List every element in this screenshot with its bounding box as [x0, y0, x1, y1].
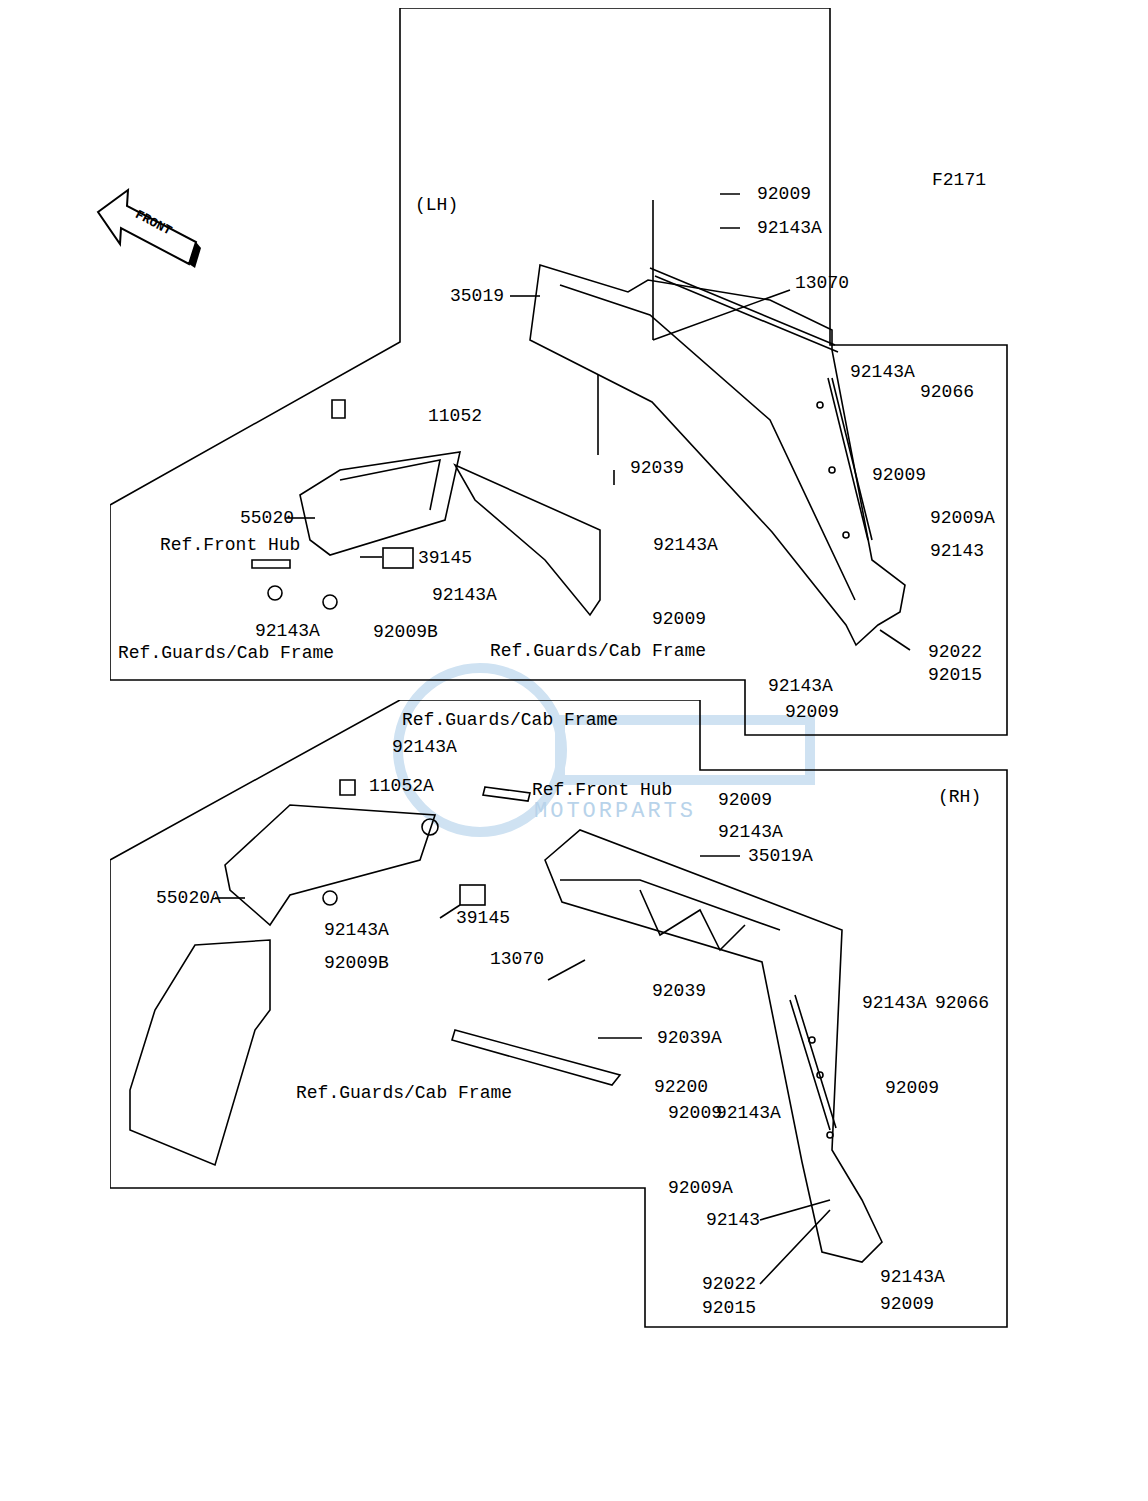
callout-number: 92143A: [850, 362, 915, 382]
callout-number: 92143A: [432, 585, 497, 605]
callout-number: 92009A: [668, 1178, 733, 1198]
callout-number: 92009: [668, 1103, 722, 1123]
reference-note: Ref.Guards/Cab Frame: [490, 641, 706, 661]
callout-number: 92143A: [768, 676, 833, 696]
region-label: (LH): [415, 195, 458, 215]
callout-number: 92066: [935, 993, 989, 1013]
callout-number: 39145: [456, 908, 510, 928]
callout-number: 92143: [706, 1210, 760, 1230]
callout-number: 92039: [652, 981, 706, 1001]
callout-number: 92143A: [653, 535, 718, 555]
callout-number: 92143A: [718, 822, 783, 842]
callout-number: 92009: [885, 1078, 939, 1098]
callout-number: 92143A: [862, 993, 927, 1013]
callout-number: 92009B: [373, 622, 438, 642]
reference-note: Ref.Front Hub: [532, 780, 672, 800]
callout-number: 13070: [795, 273, 849, 293]
callout-number: 55020: [240, 508, 294, 528]
figure-code: F2171: [932, 170, 986, 190]
callout-number: 92009: [718, 790, 772, 810]
callout-number: 92009: [757, 184, 811, 204]
callout-number: 35019: [450, 286, 504, 306]
callout-number: 35019A: [748, 846, 813, 866]
callout-number: 92009B: [324, 953, 389, 973]
callout-number: 11052A: [369, 776, 434, 796]
callout-number: 92015: [928, 665, 982, 685]
callout-number: 92200: [654, 1077, 708, 1097]
callout-number: 92009: [785, 702, 839, 722]
callout-number: 92009: [880, 1294, 934, 1314]
callout-number: 92143A: [324, 920, 389, 940]
callout-number: 92143A: [716, 1103, 781, 1123]
region-label: (RH): [938, 787, 981, 807]
reference-note: Ref.Guards/Cab Frame: [118, 643, 334, 663]
callout-number: 92022: [702, 1274, 756, 1294]
callout-number: 92143A: [880, 1267, 945, 1287]
callout-number: 39145: [418, 548, 472, 568]
callout-number: 13070: [490, 949, 544, 969]
callout-number: 55020A: [156, 888, 221, 908]
callout-number: 92066: [920, 382, 974, 402]
callout-number: 92039: [630, 458, 684, 478]
reference-note: Ref.Guards/Cab Frame: [402, 710, 618, 730]
watermark: MOTORPARTS: [534, 802, 696, 822]
callout-number: 92015: [702, 1298, 756, 1318]
callout-number: 92009: [652, 609, 706, 629]
callout-number: 92143A: [392, 737, 457, 757]
reference-note: Ref.Front Hub: [160, 535, 300, 555]
reference-note: Ref.Guards/Cab Frame: [296, 1083, 512, 1103]
callout-number: 92039A: [657, 1028, 722, 1048]
callout-number: 92143: [930, 541, 984, 561]
callout-number: 92143A: [757, 218, 822, 238]
callout-number: 92009A: [930, 508, 995, 528]
callout-number: 11052: [428, 406, 482, 426]
callout-number: 92022: [928, 642, 982, 662]
callout-number: 92009: [872, 465, 926, 485]
callout-number: 92143A: [255, 621, 320, 641]
